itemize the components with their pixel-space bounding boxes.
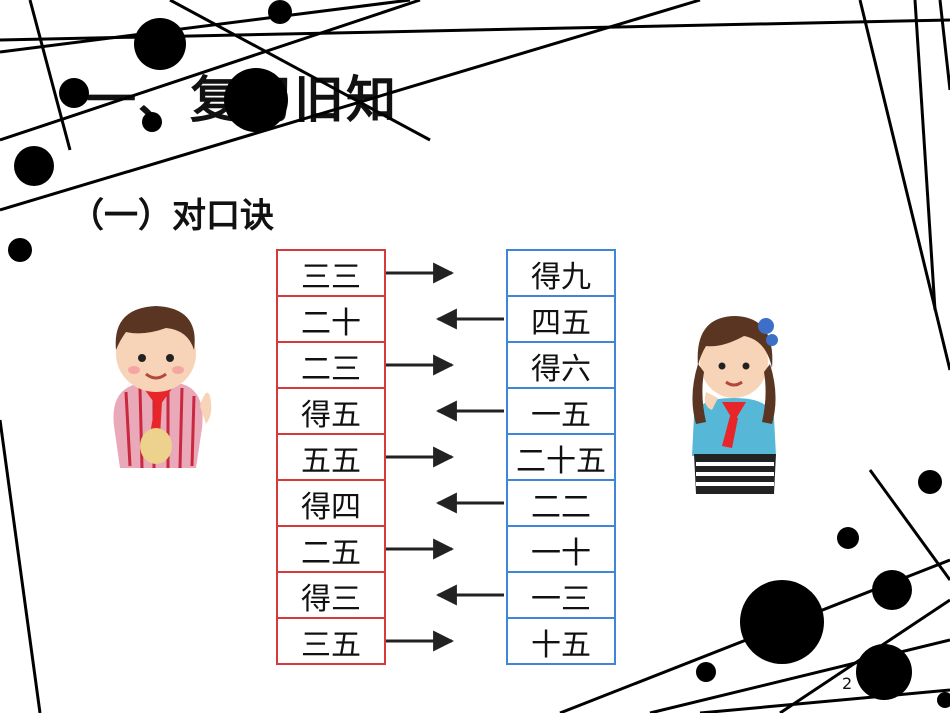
right-cell: 二十五 <box>508 435 614 481</box>
right-cell: 得九 <box>508 251 614 297</box>
right-cell: 四五 <box>508 297 614 343</box>
left-cell: 二三 <box>278 343 384 389</box>
girl-illustration <box>692 316 778 494</box>
left-cell: 三三 <box>278 251 384 297</box>
left-cell: 五五 <box>278 435 384 481</box>
right-cell: 二二 <box>508 481 614 527</box>
left-cell: 二十 <box>278 297 384 343</box>
left-cell: 得五 <box>278 389 384 435</box>
boy-illustration <box>113 306 212 469</box>
left-cell: 得四 <box>278 481 384 527</box>
left-column: 三三 二十 二三 得五 五五 得四 二五 得三 三五 <box>276 249 386 665</box>
right-cell: 得六 <box>508 343 614 389</box>
page-number: 2 <box>842 674 853 693</box>
left-cell: 二五 <box>278 527 384 573</box>
right-cell: 一五 <box>508 389 614 435</box>
left-cell: 得三 <box>278 573 384 619</box>
left-cell: 三五 <box>278 619 384 665</box>
